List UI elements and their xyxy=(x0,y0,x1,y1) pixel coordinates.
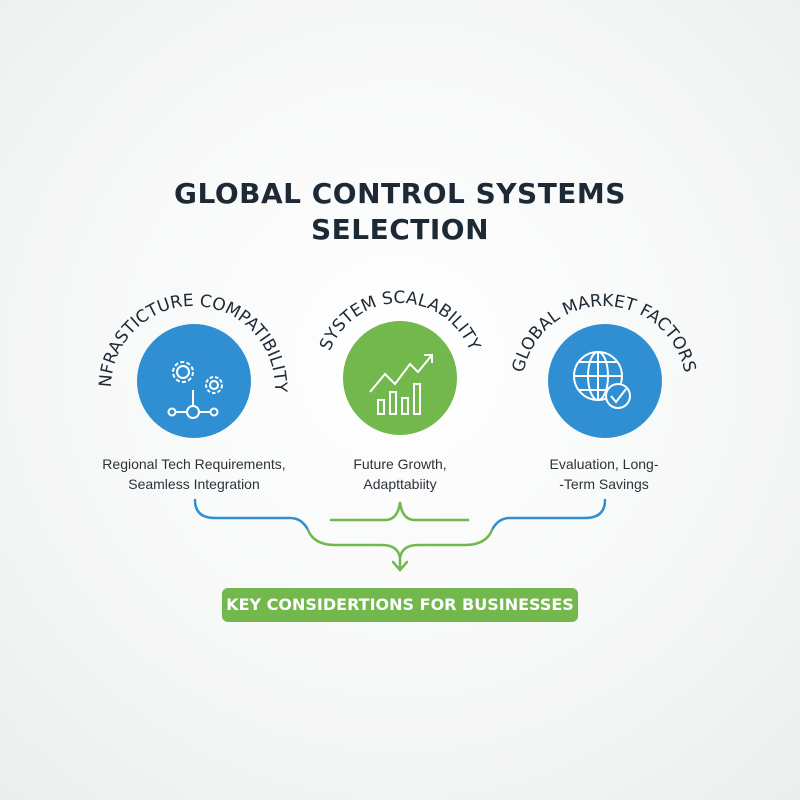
desc-line: Future Growth, xyxy=(353,456,447,472)
title-line-1: GLOBAL CONTROL SYSTEMS xyxy=(174,177,626,210)
connector-brackets xyxy=(193,498,607,572)
title-line-2: SELECTION xyxy=(310,213,490,246)
desc-infrastructure: Regional Tech Requirements, Seamless Int… xyxy=(74,454,314,494)
desc-scalability: Future Growth, Adapttabiity xyxy=(280,454,520,494)
desc-line: Seamless Integration xyxy=(128,476,260,492)
circle-market xyxy=(548,324,662,438)
heading-infrastructure: INFRASTICTURE COMPATIBILITY xyxy=(0,0,290,393)
globe-check-icon xyxy=(573,351,631,409)
circle-infrastructure xyxy=(137,324,251,438)
desc-line: Regional Tech Requirements, xyxy=(102,456,286,472)
growth-chart-icon xyxy=(369,354,433,415)
desc-line: -Term Savings xyxy=(559,476,649,492)
key-considerations-banner: KEY CONSIDERTIONS FOR BUSINESSES xyxy=(222,588,578,622)
page-title: GLOBAL CONTROL SYSTEMS SELECTION xyxy=(0,176,800,248)
desc-line: Evaluation, Long- xyxy=(549,456,659,472)
gears-network-icon xyxy=(167,361,223,419)
desc-market: Evaluation, Long- -Term Savings xyxy=(484,454,724,494)
desc-line: Adapttabiity xyxy=(363,476,437,492)
